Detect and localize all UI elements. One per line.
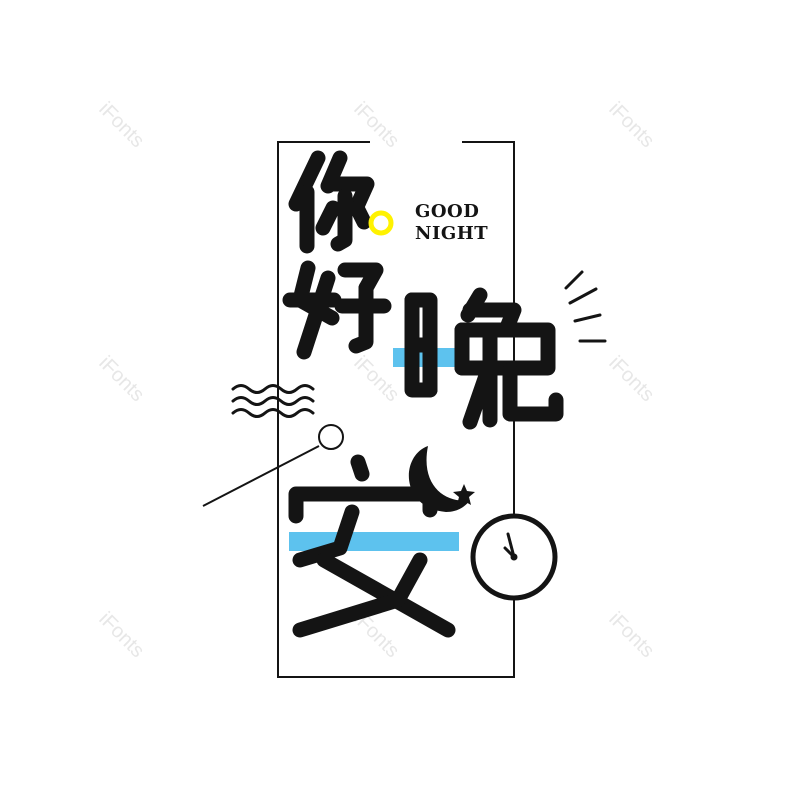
good-label: GOOD <box>415 201 480 222</box>
night-label: NIGHT <box>415 223 489 244</box>
clock-icon <box>470 513 558 601</box>
small-ring <box>318 424 344 450</box>
char-an <box>288 454 456 638</box>
char-wan <box>404 287 564 430</box>
yellow-ring <box>368 210 394 236</box>
diagonal-line <box>202 445 320 507</box>
frame-border <box>277 141 515 678</box>
char-hao <box>282 260 392 360</box>
star-icon <box>453 484 475 505</box>
char-ni <box>288 150 375 254</box>
shine-lines <box>564 270 607 343</box>
wave-lines <box>231 384 315 418</box>
good-night-label: GOOD NIGHT <box>415 201 488 245</box>
